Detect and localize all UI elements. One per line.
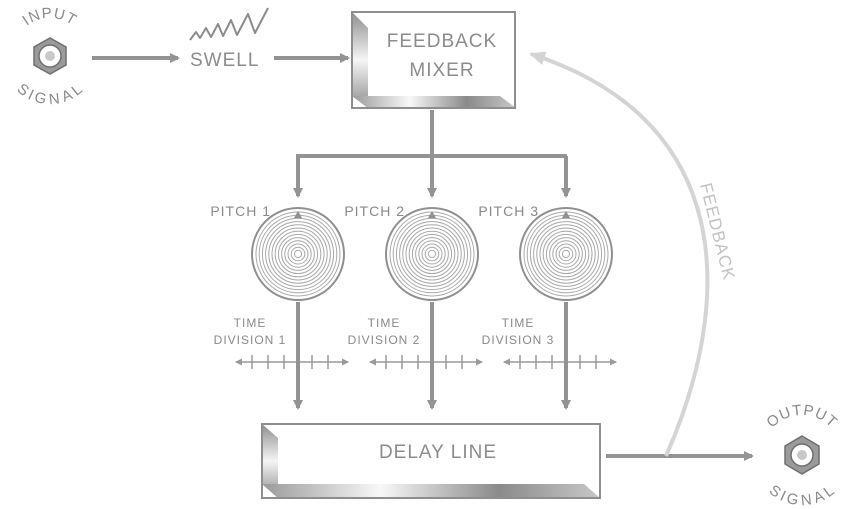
input-jack: INPUT SIGNAL xyxy=(14,5,87,109)
time-division-ruler xyxy=(235,355,349,369)
delay-line-box: DELAY LINE xyxy=(261,423,601,499)
output-jack-icon xyxy=(784,435,820,475)
output-arc-bottom: SIGNAL xyxy=(766,482,839,509)
pitch-label: PITCH 1 xyxy=(210,203,271,219)
distribution-arrows xyxy=(293,110,571,198)
output-arc-top: OUTPUT xyxy=(763,402,840,432)
output-jack: OUTPUT SIGNAL xyxy=(763,402,840,509)
pitch-knob-icon xyxy=(251,207,345,301)
pitch-label: PITCH 3 xyxy=(478,203,539,219)
input-arc-top: INPUT xyxy=(19,5,80,29)
time-division-ruler xyxy=(503,355,617,369)
swell-waveform-icon xyxy=(189,7,269,41)
time-division-ruler xyxy=(369,355,483,369)
swell-block: SWELL xyxy=(189,7,269,71)
time-division-label-line1: TIME xyxy=(368,316,401,330)
input-jack-icon xyxy=(33,37,67,75)
pitch-knob-icon xyxy=(519,207,613,301)
feedback-mixer-box: FEEDBACK MIXER xyxy=(351,11,516,109)
mixer-label-line1: FEEDBACK xyxy=(387,31,497,52)
input-arc-bottom: SIGNAL xyxy=(14,81,87,109)
delay-line-label: DELAY LINE xyxy=(379,442,497,463)
time-division-label-line2: DIVISION 2 xyxy=(348,333,421,347)
pitch-voice-2: PITCH 2 TIME DIVISION 2 xyxy=(344,203,483,410)
pitch-voice-1: PITCH 1 TIME DIVISION 1 xyxy=(210,203,349,410)
pitch-label: PITCH 2 xyxy=(344,203,405,219)
feedback-arc xyxy=(529,51,710,457)
time-division-label-line2: DIVISION 3 xyxy=(482,333,555,347)
swell-label: SWELL xyxy=(190,50,259,71)
pitch-knob-icon xyxy=(385,207,479,301)
time-division-label-line1: TIME xyxy=(234,316,267,330)
mixer-label-line2: MIXER xyxy=(409,60,474,81)
pitch-voices: PITCH 1 TIME DIVISION 1 PITCH 2 TIME DIVISION… xyxy=(210,203,617,410)
time-division-label-line1: TIME xyxy=(502,316,535,330)
time-division-label-line2: DIVISION 1 xyxy=(214,333,287,347)
pitch-voice-3: PITCH 3 TIME DIVISION 3 xyxy=(478,203,617,410)
